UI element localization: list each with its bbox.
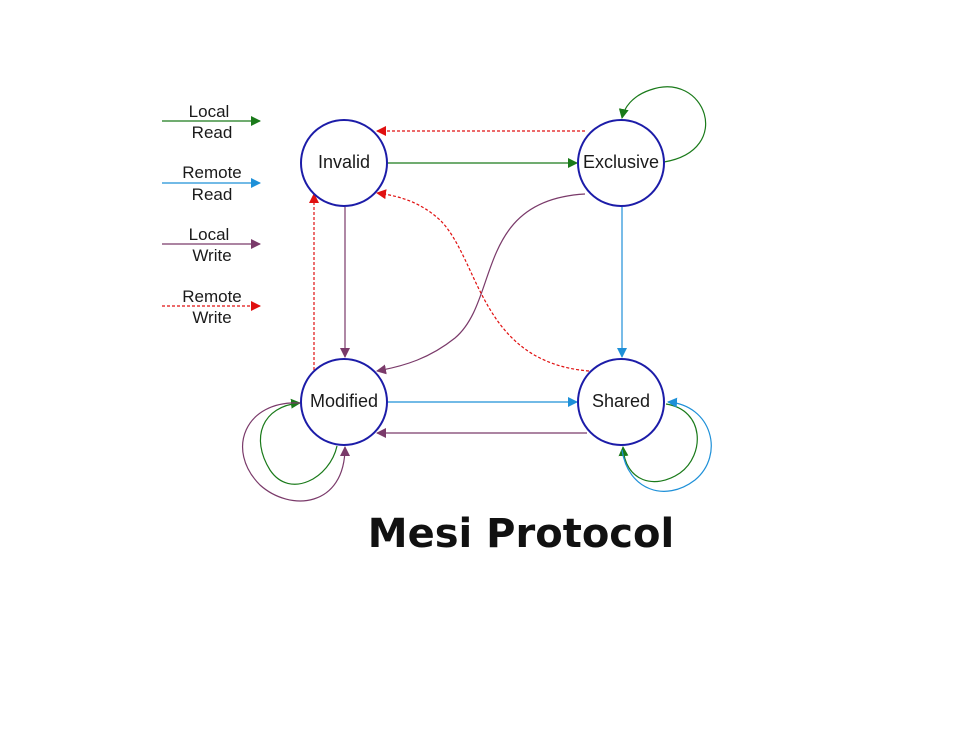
edge-modified-self-loop-read (259, 398, 338, 485)
legend-item-local-read: Local Read (162, 102, 261, 142)
edge-shared-to-invalid (376, 189, 590, 372)
state-modified-circle (300, 358, 388, 446)
state-modified-label: Modified (310, 391, 378, 411)
state-invalid-circle (300, 119, 388, 207)
state-invalid-label: Invalid (318, 152, 370, 172)
edge-shared-self-loop-remote-read (621, 397, 712, 492)
legend-local-write-line1: Local (189, 225, 230, 244)
legend-local-write-line2: Write (192, 246, 231, 265)
legend-remote-read-line2: Read (192, 185, 233, 204)
legend-local-read-line2: Read (192, 123, 233, 142)
edge-shared-self-loop-read (618, 403, 698, 483)
state-invalid: Invalid (300, 119, 388, 207)
transitions (242, 86, 712, 502)
edge-modified-self-loop-write (242, 402, 350, 502)
state-exclusive: Exclusive (577, 119, 665, 207)
state-exclusive-label: Exclusive (583, 152, 659, 172)
state-shared: Shared (577, 358, 665, 446)
state-exclusive-circle (577, 119, 665, 207)
state-shared-circle (577, 358, 665, 446)
legend-item-remote-write: Remote Write (162, 287, 261, 327)
state-modified: Modified (300, 358, 388, 446)
diagram-title: Mesi Protocol (368, 511, 674, 557)
legend-remote-write-line1: Remote (182, 287, 242, 306)
state-shared-label: Shared (592, 391, 650, 411)
legend-remote-write-line2: Write (192, 308, 231, 327)
edge-exclusive-to-modified (376, 193, 586, 375)
legend-item-remote-read: Remote Read (162, 163, 261, 204)
legend-item-local-write: Local Write (162, 225, 261, 265)
legend-local-read-line1: Local (189, 102, 230, 121)
edge-exclusive-self-loop (618, 86, 707, 163)
legend: Local Read Remote Read Local Write Remot… (162, 102, 261, 327)
legend-remote-read-line1: Remote (182, 163, 242, 182)
